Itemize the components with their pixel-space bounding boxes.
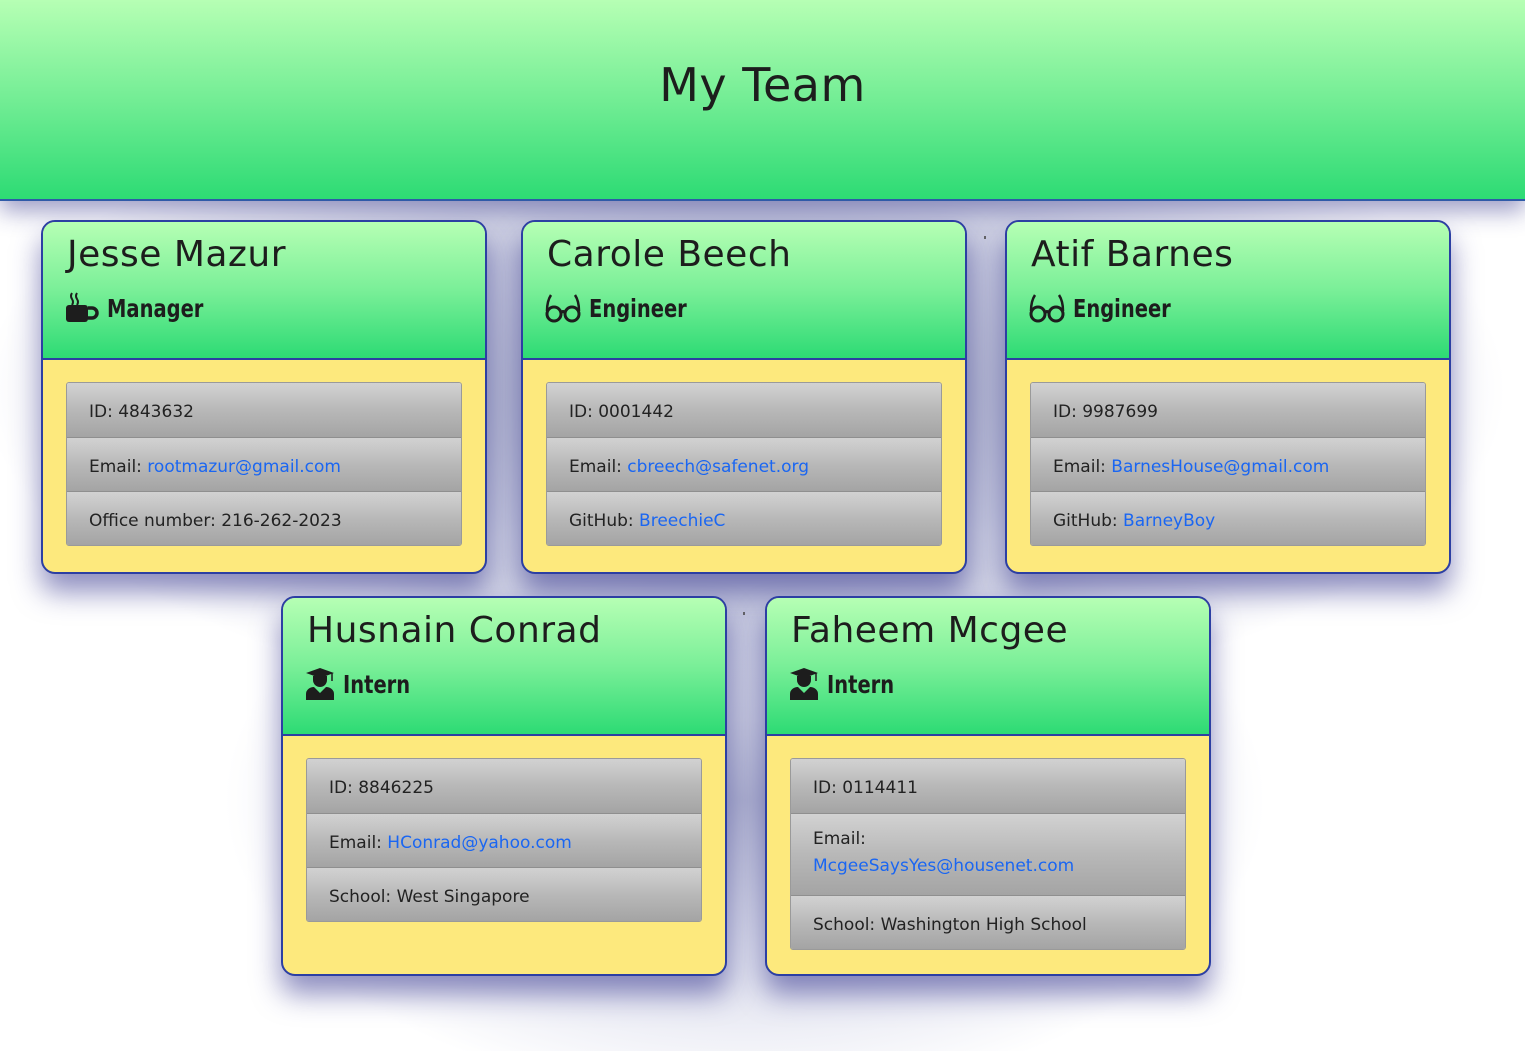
email-label: Email: bbox=[1053, 457, 1112, 477]
email-link[interactable]: cbreech@safenet.org bbox=[627, 457, 809, 477]
card-header: Faheem Mcgee Intern bbox=[767, 598, 1209, 736]
office-number-item: Office number: 216-262-2023 bbox=[67, 491, 461, 545]
email-link[interactable]: rootmazur@gmail.com bbox=[147, 457, 341, 477]
email-item: Email: BarnesHouse@gmail.com bbox=[1031, 437, 1425, 491]
id-item: ID: 0114411 bbox=[791, 759, 1185, 813]
email-item: Email: HConrad@yahoo.com bbox=[307, 813, 701, 867]
employee-card-engineer: Atif Barnes Engineer ID: 9987699 Email: … bbox=[1005, 220, 1451, 574]
employee-name: Carole Beech bbox=[547, 234, 792, 275]
github-item: GitHub: BreechieC bbox=[547, 491, 941, 545]
stray-mark bbox=[984, 236, 986, 239]
employee-name: Husnain Conrad bbox=[307, 610, 602, 651]
employee-card-manager: Jesse Mazur Manager ID: 4843632 Email: r… bbox=[41, 220, 487, 574]
employee-card-intern: Faheem Mcgee Intern ID: 0114411 Email: Mc… bbox=[765, 596, 1211, 976]
email-link[interactable]: McgeeSaysYes@housenet.com bbox=[813, 856, 1075, 876]
graduate-icon bbox=[790, 668, 818, 700]
card-header: Carole Beech Engineer bbox=[523, 222, 965, 360]
github-label: GitHub: bbox=[1053, 511, 1124, 531]
role-label: Engineer bbox=[589, 293, 687, 323]
employee-role: Intern bbox=[305, 666, 429, 702]
employee-card-engineer: Carole Beech Engineer ID: 0001442 Email:… bbox=[521, 220, 967, 574]
employee-name: Jesse Mazur bbox=[67, 234, 287, 275]
email-item: Email: McgeeSaysYes@housenet.com bbox=[791, 813, 1185, 895]
email-label: Email: bbox=[89, 457, 148, 477]
role-label: Manager bbox=[107, 293, 204, 323]
github-item: GitHub: BarneyBoy bbox=[1031, 491, 1425, 545]
email-label: Email: bbox=[813, 829, 866, 849]
github-label: GitHub: bbox=[569, 511, 640, 531]
email-label: Email: bbox=[569, 457, 628, 477]
github-link[interactable]: BreechieC bbox=[639, 511, 726, 531]
stray-mark bbox=[743, 612, 745, 615]
info-list: ID: 9987699 Email: BarnesHouse@gmail.com… bbox=[1030, 382, 1426, 546]
card-header: Husnain Conrad Intern bbox=[283, 598, 725, 736]
id-item: ID: 9987699 bbox=[1031, 383, 1425, 437]
employee-role: Engineer bbox=[1029, 290, 1198, 326]
employee-role: Intern bbox=[789, 666, 913, 702]
email-label: Email: bbox=[329, 833, 388, 853]
card-header: Jesse Mazur Manager bbox=[43, 222, 485, 360]
id-item: ID: 4843632 bbox=[67, 383, 461, 437]
info-list: ID: 0001442 Email: cbreech@safenet.org G… bbox=[546, 382, 942, 546]
employee-name: Faheem Mcgee bbox=[791, 610, 1069, 651]
info-list: ID: 4843632 Email: rootmazur@gmail.com O… bbox=[66, 382, 462, 546]
info-list: ID: 8846225 Email: HConrad@yahoo.com Sch… bbox=[306, 758, 702, 922]
id-item: ID: 8846225 bbox=[307, 759, 701, 813]
email-link[interactable]: BarnesHouse@gmail.com bbox=[1111, 457, 1330, 477]
glasses-icon bbox=[1029, 294, 1065, 323]
school-item: School: West Singapore bbox=[307, 867, 701, 921]
github-link[interactable]: BarneyBoy bbox=[1123, 511, 1216, 531]
info-list: ID: 0114411 Email: McgeeSaysYes@housenet.… bbox=[790, 758, 1186, 950]
email-link[interactable]: HConrad@yahoo.com bbox=[387, 833, 572, 853]
id-item: ID: 0001442 bbox=[547, 383, 941, 437]
card-header: Atif Barnes Engineer bbox=[1007, 222, 1449, 360]
employee-card-intern: Husnain Conrad Intern ID: 8846225 Email:… bbox=[281, 596, 727, 976]
employee-name: Atif Barnes bbox=[1031, 234, 1234, 275]
glasses-icon bbox=[545, 294, 581, 323]
page-header: My Team bbox=[0, 0, 1525, 201]
email-item: Email: cbreech@safenet.org bbox=[547, 437, 941, 491]
graduate-icon bbox=[306, 668, 334, 700]
school-item: School: Washington High School bbox=[791, 895, 1185, 949]
employee-role: Engineer bbox=[545, 290, 714, 326]
role-label: Intern bbox=[827, 669, 895, 699]
employee-role: Manager bbox=[65, 290, 231, 326]
role-label: Intern bbox=[343, 669, 411, 699]
email-item: Email: rootmazur@gmail.com bbox=[67, 437, 461, 491]
mug-icon bbox=[66, 292, 99, 322]
page-title: My Team bbox=[659, 58, 866, 112]
role-label: Engineer bbox=[1073, 293, 1171, 323]
